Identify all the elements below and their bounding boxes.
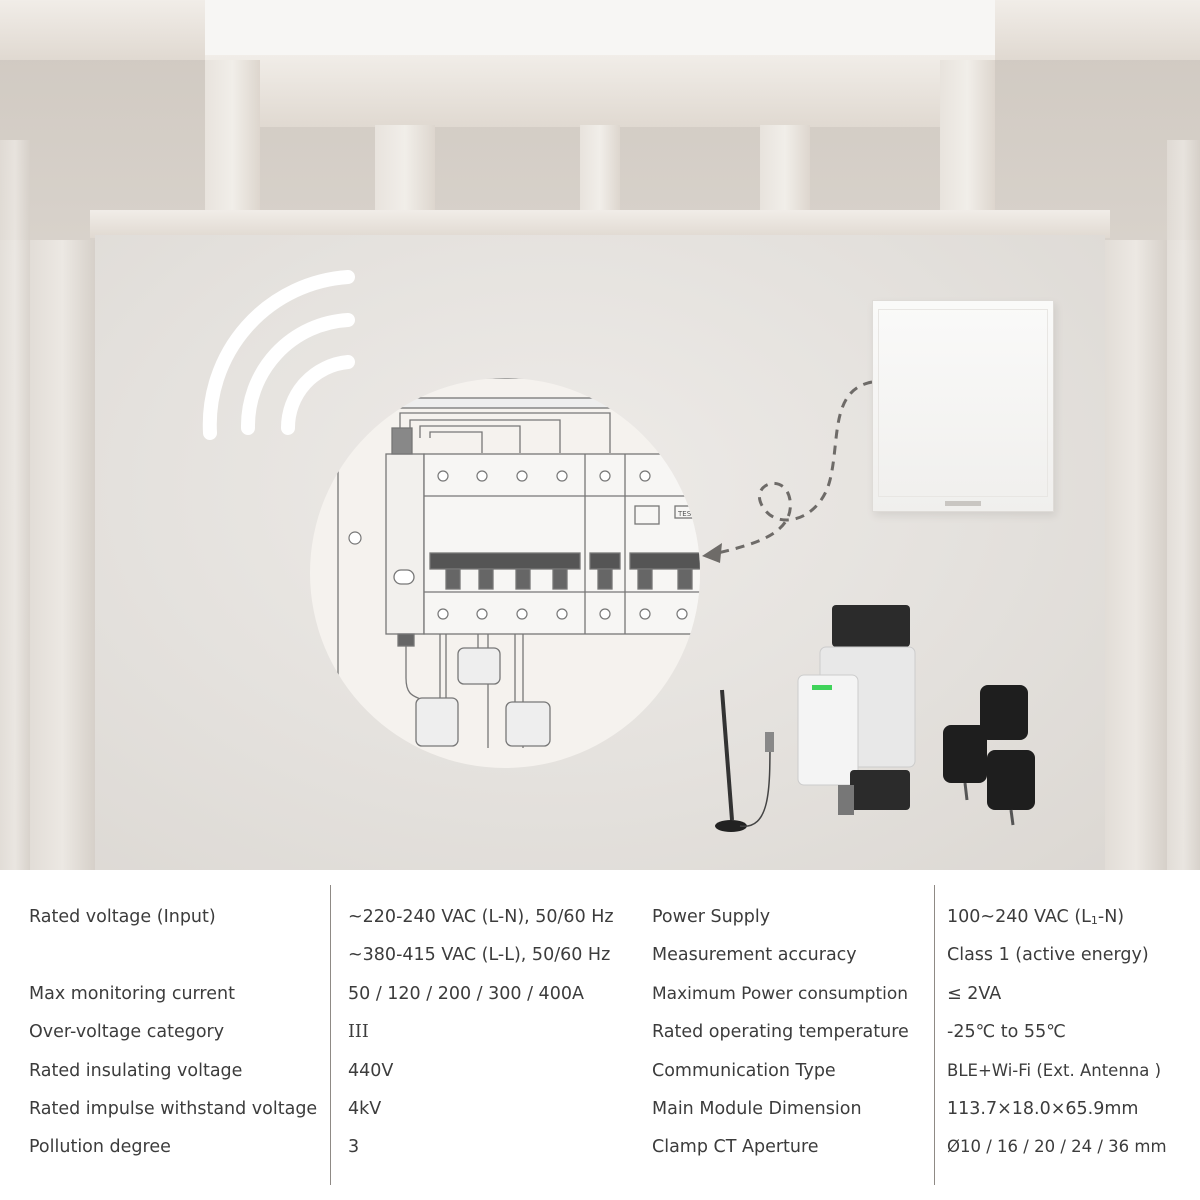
wifi-signal-icon — [202, 270, 355, 440]
spec-value: ~220-240 VAC (L-N), 50/60 Hz — [348, 907, 614, 927]
wall-header — [90, 210, 1110, 238]
breaker-panel-drawing: TEST — [337, 378, 700, 768]
spec-label: Max monitoring current — [29, 984, 235, 1004]
column-divider — [330, 885, 331, 1185]
spec-label: Maximum Power consumption — [652, 984, 909, 1004]
spec-label: Measurement accuracy — [652, 945, 857, 965]
spec-value: III — [348, 1022, 369, 1042]
spec-value: 50 / 120 / 200 / 300 / 400A — [348, 984, 584, 1004]
spec-value: ~380-415 VAC (L-L), 50/60 Hz — [348, 945, 611, 965]
left-edge — [0, 140, 30, 870]
illustration-scene: TEST — [0, 0, 1200, 870]
spec-label: Main Module Dimension — [652, 1099, 862, 1119]
spec-label: Rated impulse withstand voltage — [29, 1099, 318, 1119]
spec-label: Power Supply — [652, 907, 771, 927]
left-pillar — [30, 240, 95, 870]
spec-label: Rated operating temperature — [652, 1022, 909, 1042]
spec-value: Class 1 (active energy) — [947, 945, 1149, 965]
external-antenna — [715, 689, 774, 832]
spec-value: 4kV — [348, 1099, 382, 1119]
spec-label: Rated voltage (Input) — [29, 907, 216, 927]
ceiling-joist — [205, 60, 260, 220]
spec-value: 3 — [348, 1137, 360, 1157]
spec-label: Over-voltage category — [29, 1022, 225, 1042]
test-label: TEST — [677, 510, 696, 518]
skylight — [205, 0, 995, 60]
spec-label: Pollution degree — [29, 1137, 171, 1157]
specification-table: Rated voltage (Input) ~220-240 VAC (L-N)… — [0, 870, 1200, 1200]
ceiling-joist — [580, 125, 620, 220]
ceiling-beam — [0, 0, 205, 60]
ceiling-beam — [205, 55, 995, 127]
energy-meter-module — [797, 605, 916, 815]
column-divider — [934, 885, 935, 1185]
consumer-unit-box — [872, 300, 1054, 512]
connection-arrow — [702, 380, 873, 563]
spec-label: Communication Type — [652, 1061, 836, 1081]
ceiling-joist — [940, 60, 995, 220]
spec-value: 440V — [348, 1061, 394, 1081]
spec-value: BLE+Wi-Fi (Ext. Antenna ) — [947, 1061, 1162, 1080]
spec-label: Rated insulating voltage — [29, 1061, 243, 1081]
breaker-panel-closeup: TEST — [310, 378, 700, 768]
right-edge — [1167, 140, 1200, 870]
right-pillar — [1105, 240, 1167, 870]
spec-label: Clamp CT Aperture — [652, 1137, 819, 1157]
spec-value: ≤ 2VA — [947, 984, 1002, 1004]
spec-value: 100~240 VAC (L1-N) — [947, 907, 1125, 927]
ceiling-joist — [760, 125, 810, 220]
spec-value: 113.7×18.0×65.9mm — [947, 1099, 1139, 1119]
current-transformer-clamps — [943, 685, 1035, 826]
ceiling-beam — [995, 0, 1200, 60]
spec-value: -25℃ to 55℃ — [947, 1022, 1066, 1042]
ceiling-joist — [375, 125, 435, 220]
spec-value: Ø10 / 16 / 20 / 24 / 36 mm — [947, 1137, 1167, 1156]
